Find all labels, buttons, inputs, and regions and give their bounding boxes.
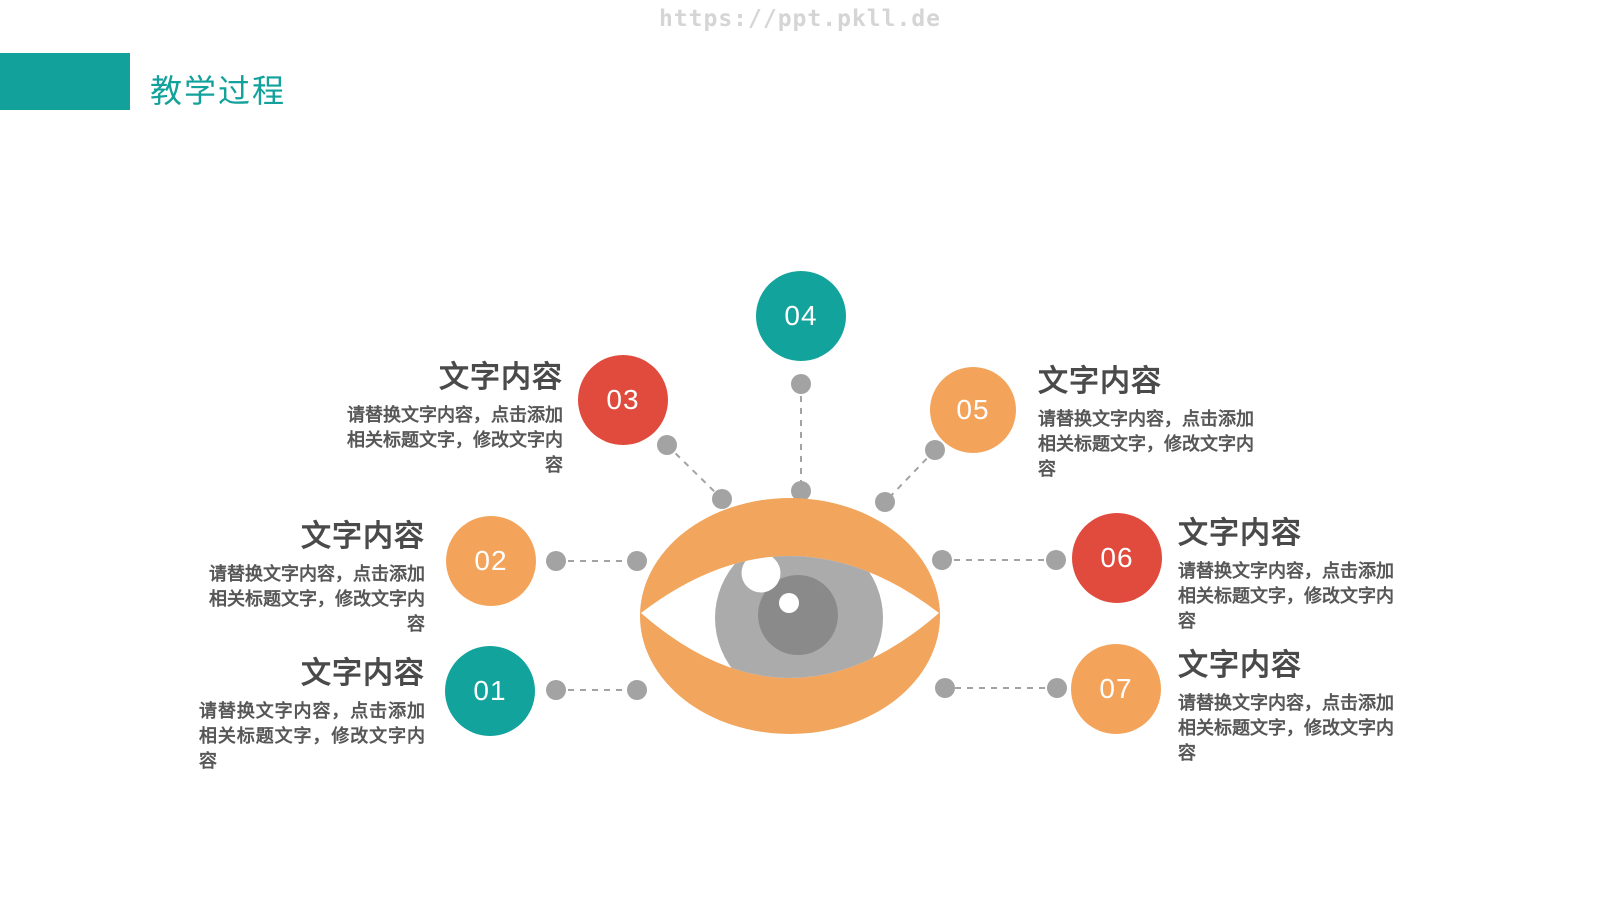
eye-iris [715, 556, 883, 678]
step-body-01: 请替换文字内容，点击添加相关标题文字，修改文字内容 [199, 701, 425, 771]
step-number-04: 04 [784, 300, 818, 331]
step-text-block-06[interactable]: 文字内容 请替换文字内容，点击添加相关标题文字，修改文字内容 [1178, 508, 1410, 634]
step-circle-05[interactable]: 05 [930, 367, 1016, 453]
step-text-block-03[interactable]: 文字内容 请替换文字内容，点击添加相关标题文字，修改文字内容 [337, 352, 563, 478]
eye-highlight-large [741, 556, 781, 593]
step-title-07: 文字内容 [1178, 649, 1302, 682]
step-body-05: 请替换文字内容，点击添加相关标题文字，修改文字内容 [1038, 409, 1254, 479]
page-title: 教学过程 [150, 73, 287, 109]
step-body-02: 请替换文字内容，点击添加相关标题文字，修改文字内容 [209, 564, 425, 634]
step-number-07: 07 [1099, 673, 1133, 704]
step-circle-02[interactable]: 02 [446, 516, 536, 606]
step-title-03: 文字内容 [439, 361, 563, 394]
title-accent-bar [0, 53, 130, 110]
eye-illustration [640, 498, 940, 734]
step-number-06: 06 [1100, 542, 1134, 573]
step-number-05: 05 [956, 394, 990, 425]
watermark-text: https://ppt.pkll.de [658, 6, 942, 32]
eye-highlight-small [779, 593, 799, 613]
step-body-07: 请替换文字内容，点击添加相关标题文字，修改文字内容 [1178, 693, 1394, 763]
step-number-03: 03 [606, 384, 640, 415]
step-circle-07[interactable]: 07 [1071, 644, 1161, 734]
step-circle-03[interactable]: 03 [578, 355, 668, 445]
step-body-03: 请替换文字内容，点击添加相关标题文字，修改文字内容 [347, 405, 563, 475]
step-body-06: 请替换文字内容，点击添加相关标题文字，修改文字内容 [1178, 561, 1394, 631]
eye-lid-shape [640, 498, 940, 734]
step-circle-04[interactable]: 04 [756, 271, 846, 361]
step-text-block-02[interactable]: 文字内容 请替换文字内容，点击添加相关标题文字，修改文字内容 [199, 511, 425, 637]
eye-pupil [758, 575, 838, 655]
eye-opening-shape [641, 556, 939, 678]
step-text-block-01[interactable]: 文字内容 请替换文字内容，点击添加相关标题文字，修改文字内容 [199, 648, 425, 774]
step-text-block-05[interactable]: 文字内容 请替换文字内容，点击添加相关标题文字，修改文字内容 [1038, 356, 1270, 482]
step-text-block-07[interactable]: 文字内容 请替换文字内容，点击添加相关标题文字，修改文字内容 [1178, 640, 1410, 766]
step-title-02: 文字内容 [301, 520, 425, 553]
step-number-01: 01 [473, 675, 507, 706]
step-title-01: 文字内容 [301, 657, 425, 690]
step-title-06: 文字内容 [1178, 517, 1302, 550]
step-title-05: 文字内容 [1038, 365, 1162, 398]
step-circle-01[interactable]: 01 [445, 646, 535, 736]
step-number-02: 02 [474, 545, 508, 576]
step-circle-06[interactable]: 06 [1072, 513, 1162, 603]
